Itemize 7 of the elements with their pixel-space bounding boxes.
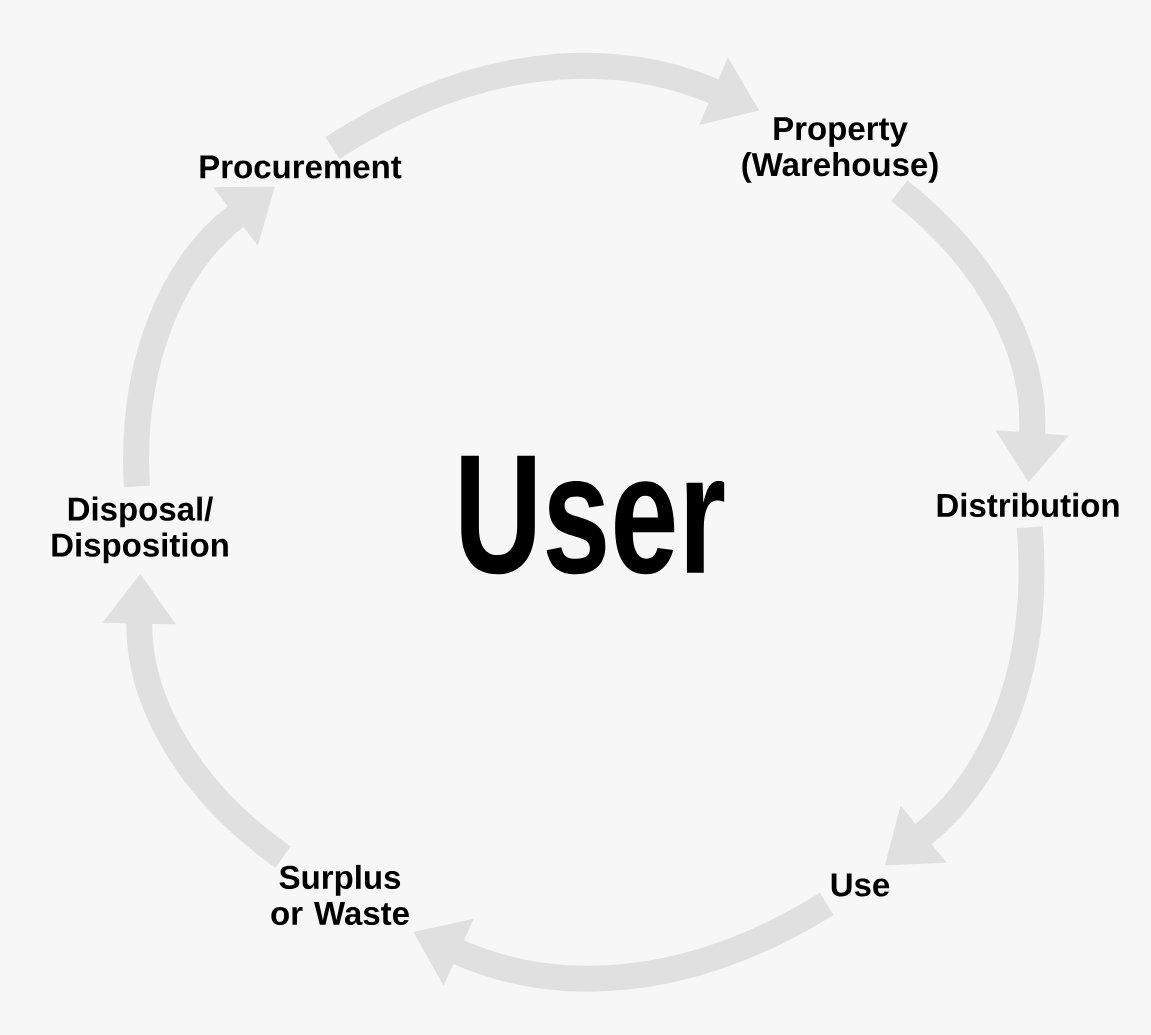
step-label: Use [831,873,890,897]
step-label: Disposal/ Disposition [52,496,228,564]
step-label: Surplus or Waste [271,864,409,926]
step-label: Distribution [937,492,1119,518]
center-label: User [461,455,725,575]
step-label: Property (Warehouse) [742,117,938,183]
step-label: Procurement [200,155,402,179]
